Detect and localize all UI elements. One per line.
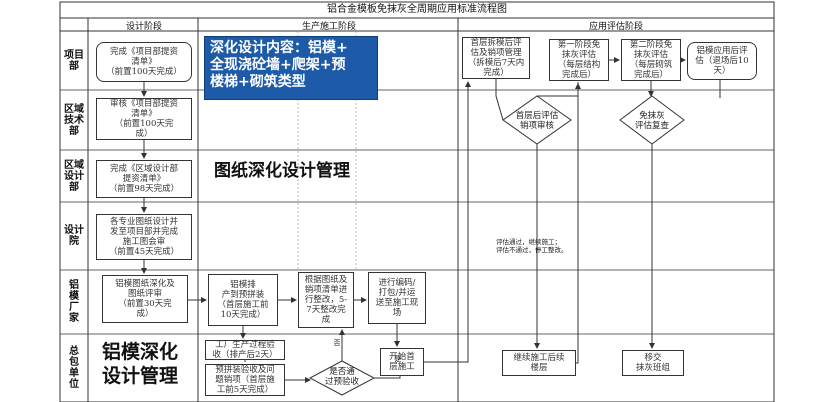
box-formwork-deepening: 铝模图纸深化及 图纸评审 （前置30天完 成） [102, 275, 188, 323]
lane-general-contractor: 总 包 单 位 [69, 346, 79, 390]
box-continue-construction: 继续施工后续 楼层 [502, 350, 576, 376]
edge-label-no: 否 [333, 339, 341, 347]
box-coding-transport: 进行编码/ 打包/并运 送至施工现 场 [368, 272, 426, 324]
diamond-preacceptance: 是否通 过预验收 [324, 367, 359, 387]
edge-b16-b13 [575, 83, 581, 364]
box-design-drawings: 各专业图纸设计并 发至项目部并完成 施工图会审 （前置45天完成） [96, 214, 192, 260]
box-stage1-evaluation: 第一阶段免 抹灰评估 （每层结构 完成后） [549, 39, 609, 81]
edge-b11-b12 [424, 81, 471, 363]
diamond-shape-preacceptance [308, 360, 376, 396]
lane-regional-design: 区域 设计 部 [64, 159, 84, 193]
edge-b13-d2 [537, 82, 579, 97]
box-rectification: 根据图纸及 销项清单进 行整改，5- 7天整改完 成 [298, 272, 354, 328]
drawing-management-caption: 图纸深化设计管理 [214, 161, 350, 181]
box-preassembly-acceptance: 预拼装验收及问 题销项（首层施 工前5天完成） [205, 364, 285, 396]
deepening-content-callout: 深化设计内容：铝模+ 全现浇砼墙+爬架+预 楼梯+砌筑类型 [204, 36, 378, 100]
box-project-submission: 完成《项目部提资 清单》 （前置100天完成） [96, 42, 192, 82]
lane-project: 项目 部 [64, 50, 84, 72]
formwork-management-caption: 铝模深化 设计管理 [102, 341, 179, 387]
box-first-floor-evaluation: 首层拆模后评 估及销项管理 （拆模后7天内 完成） [462, 37, 530, 79]
box-stage2-evaluation: 第二阶段免 抹灰评估 （每层砌筑 完成后） [621, 39, 681, 81]
edge-b12-d2 [495, 79, 504, 121]
box-production-preassembly: 铝模排 产到预拼装 （首层施工前 10天完成） [208, 274, 278, 326]
box-post-evaluation: 铝模应用后评 估（退场后10 天） [687, 42, 757, 80]
diamond-plaster-recheck: 免抹灰 评估复查 [634, 111, 669, 131]
lane-design-institute: 设计 院 [64, 225, 84, 247]
evaluation-note: 评估通过，继续施工； 评估不通过，停工整改。 [496, 238, 568, 254]
box-factory-inspection: 工厂生产过程验 收（排产后2天） [205, 340, 285, 360]
column-header-construction: 生产施工阶段 [301, 21, 356, 32]
edge-label-yes: 是 [394, 355, 402, 363]
box-handover-plaster: 移交 抹灰班组 [622, 350, 684, 376]
edge-d1-b11-yes [374, 376, 401, 379]
diamond-first-floor-review: 首层后评估 销项审核 [515, 111, 559, 131]
chart-title: 铝合金模板免抹灰全周期应用标准流程图 [327, 4, 507, 15]
box-review-submission: 审核《项目部提资 清单》 （前置100天完 成） [96, 98, 192, 140]
lane-aluminum-factory: 铝 模 厂 家 [69, 280, 79, 324]
lane-regional-tech: 区域 技术 部 [64, 103, 84, 137]
column-header-evaluation: 应用评估阶段 [588, 21, 643, 32]
box-start-first-floor: 开始首 层施工 [380, 348, 424, 376]
column-header-design: 设计阶段 [125, 21, 162, 32]
box-regional-submission: 完成《区域设计部 提资清单》 （前置98天完成） [96, 160, 192, 198]
